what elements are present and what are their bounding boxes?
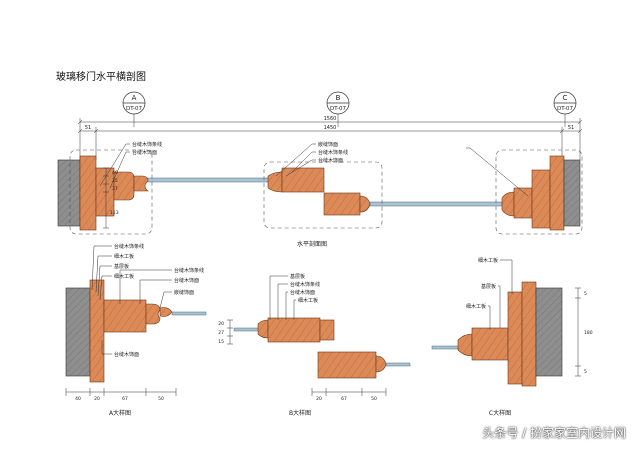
detail-a-label: A大样图 [109, 409, 131, 417]
detail-c-note-1: 细木工板 [478, 257, 498, 264]
plan-vdim-3: 37 [112, 186, 118, 192]
plan-note-5: 台缝木饰面 [318, 157, 343, 164]
detail-b-label: B大样图 [289, 409, 311, 417]
detail-a-note-4: 细木工板 [114, 273, 134, 280]
detail-a-note-5: 台缝木饰条线 [174, 267, 204, 274]
detail-b-vdim-1: 20 [218, 321, 224, 327]
detail-a-dim-3: 67 [122, 396, 128, 402]
detail-b-vdim-2: 27 [218, 330, 224, 336]
detail-c [431, 259, 581, 387]
plan-view [57, 143, 583, 235]
detail-c-label: C大样图 [489, 409, 511, 417]
detail-b-vdim-3: 15 [218, 339, 224, 345]
marker-a: A DT-07 [122, 91, 146, 127]
marker-c-code: DT-07 [557, 106, 574, 112]
plan-label: 水平剖面图 [297, 240, 327, 248]
marker-c: C DT-07 [553, 91, 577, 127]
marker-b: B DT-07 [326, 91, 350, 127]
detail-b-dim-3: 50 [371, 396, 377, 402]
detail-c-note-3: 细木工板 [466, 303, 486, 310]
marker-b-code: DT-07 [330, 106, 347, 112]
detail-b [227, 275, 411, 396]
detail-a-dim-1: 40 [75, 396, 81, 402]
detail-b-note-3: 台缝木饰面 [290, 289, 315, 296]
dim-inner: 1450 [324, 125, 337, 131]
dimension-chain-top [77, 118, 583, 160]
detail-c-note-2: 基层板 [481, 283, 496, 290]
watermark: 头条号 / 扮家家室内设计网 [482, 426, 626, 440]
plan-vdim-4: 113 [110, 210, 119, 216]
detail-c-vdim-1: 5 [584, 291, 587, 297]
drawing-title: 玻璃移门水平横剖图 [56, 72, 146, 83]
detail-a-note-1: 台缝木饰条线 [114, 243, 144, 250]
plan-note-1: 台缝木饰条线 [132, 141, 162, 148]
detail-b-dim-2: 67 [341, 396, 347, 402]
marker-c-letter: C [563, 94, 568, 102]
detail-b-note-2: 台缝木饰条线 [290, 281, 320, 288]
detail-a-note-2: 细木工板 [114, 253, 134, 260]
detail-a-note-8: 台缝木饰面 [114, 351, 139, 358]
detail-c-vdim-2: 180 [584, 330, 593, 336]
detail-c-vdim-3: 5 [584, 369, 587, 375]
detail-a-dim-4: 50 [158, 396, 164, 402]
dim-overall: 1560 [324, 116, 337, 122]
detail-a-note-6: 台缝木饰面 [174, 277, 199, 284]
plan-vdim-1: 40 [112, 170, 118, 176]
plan-note-3: 嵌缝饰面 [318, 141, 338, 148]
detail-a-note-7: 嵌缝饰面 [174, 289, 194, 296]
dim-right: 51 [568, 125, 574, 131]
dim-left: 51 [85, 125, 91, 131]
detail-a-dim-2: 20 [94, 396, 100, 402]
marker-b-letter: B [336, 94, 341, 102]
plan-note-4: 台缝木饰条线 [318, 149, 348, 156]
marker-a-code: DT-07 [126, 106, 143, 112]
plan-note-2: 台缝木饰面 [132, 149, 157, 156]
marker-a-letter: A [132, 94, 137, 102]
detail-a-note-3: 基层板 [114, 263, 129, 270]
detail-a [65, 245, 207, 396]
detail-b-note-1: 基层板 [290, 273, 305, 280]
plan-vdim-2: 25 [112, 178, 118, 184]
detail-b-note-4: 细木工板 [298, 297, 318, 304]
detail-b-dim-1: 20 [316, 396, 322, 402]
